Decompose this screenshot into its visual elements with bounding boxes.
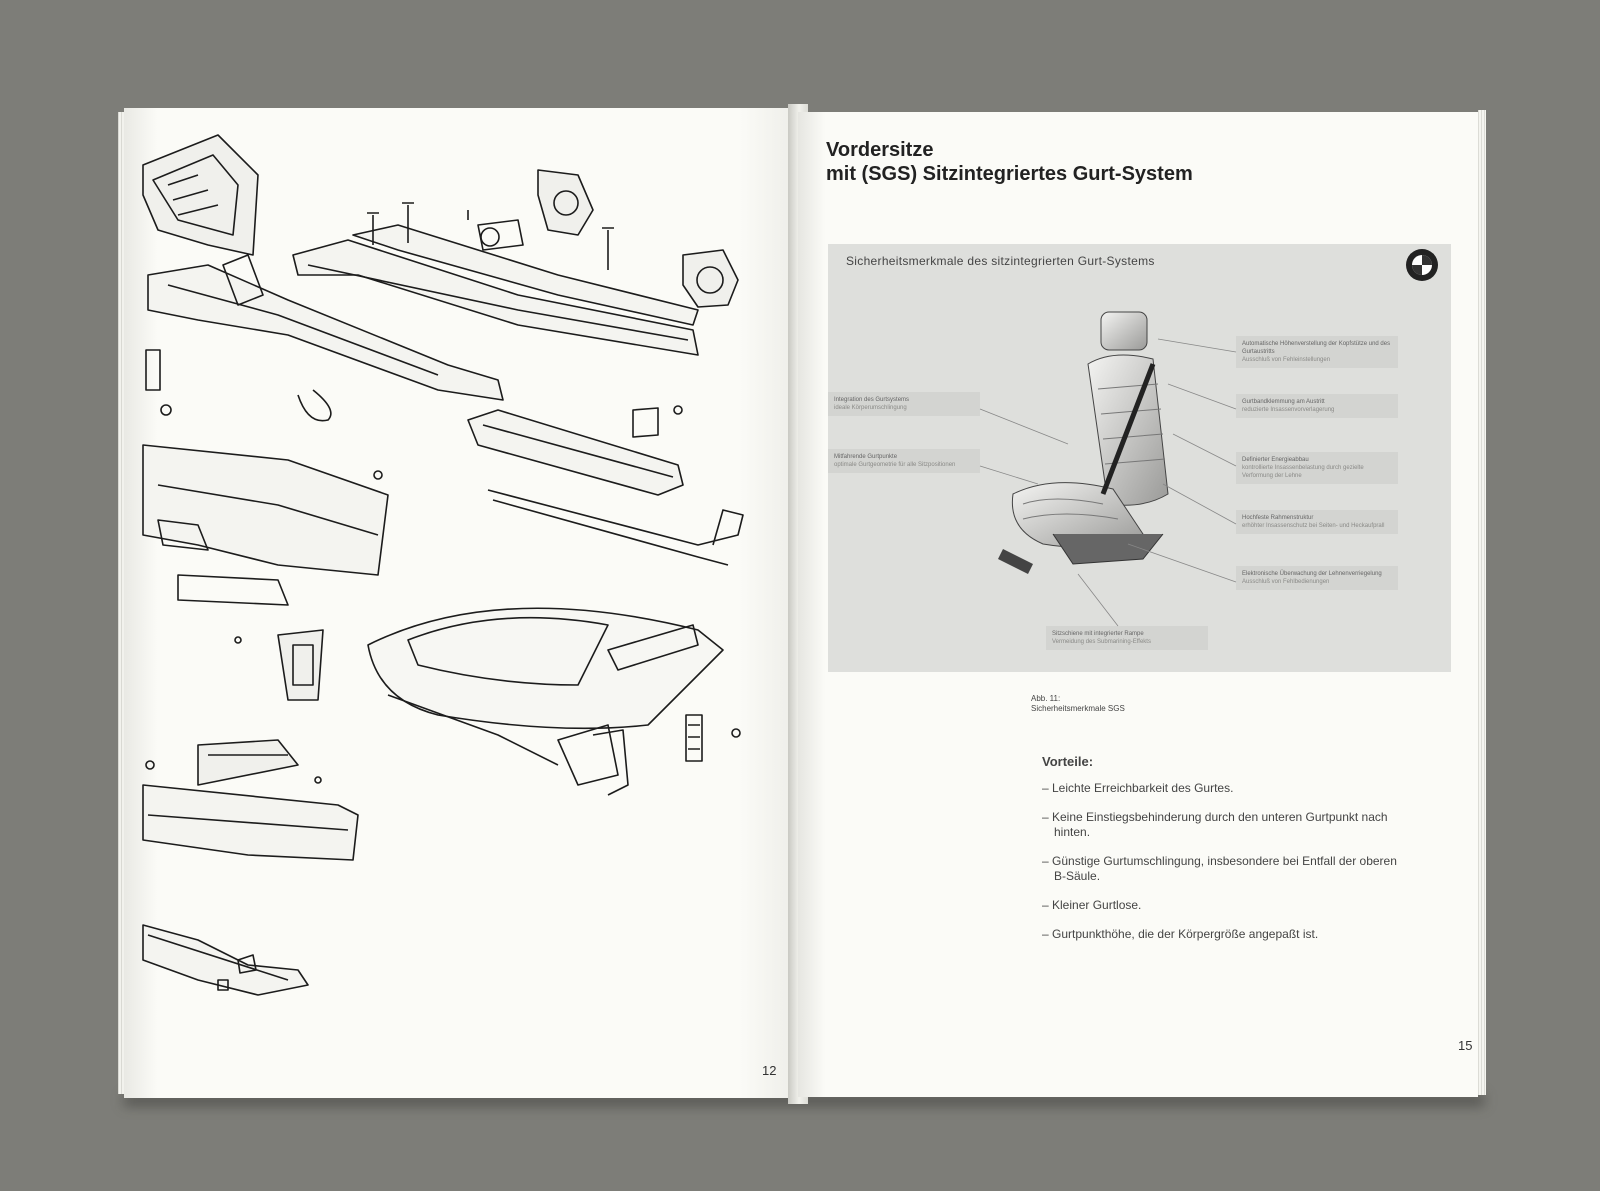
list-item: – Kleiner Gurtlose. [1042,898,1142,912]
callout-sitzschiene: Sitzschiene mit integrierter Rampe Verme… [1046,626,1208,650]
callout-gurtbandklemmung: Gurtbandklemmung am Austritt reduzierte … [1236,394,1398,418]
left-page-edge [118,112,128,1094]
callout-lehnenverriegelung: Elektronische Überwachung der Lehnenverr… [1236,566,1398,590]
right-page-edge [1478,110,1486,1095]
panel-title: Sicherheitsmerkmale des sitzintegrierten… [846,254,1155,268]
seat-diagram-panel: Sicherheitsmerkmale des sitzintegrierten… [828,244,1451,672]
advantages-heading: Vorteile: [1042,754,1094,769]
list-item: – Keine Einstiegsbehinderung durch den u… [1042,810,1388,839]
title-line-2: mit (SGS) Sitzintegriertes Gurt-System [826,163,1193,185]
advantages-section: Vorteile: – Leichte Erreichbarkeit des G… [1042,754,1402,956]
figure-caption: Abb. 11: Sicherheitsmerkmale SGS [1031,694,1125,714]
page-title: Vordersitze mit (SGS) Sitzintegriertes G… [826,138,1193,186]
caption-label: Abb. 11: [1031,694,1061,703]
callout-mitfahrende-gurtpunkte: Mitfahrende Gurtpunkte optimale Gurtgeom… [828,449,980,473]
list-item: – Günstige Gurtumschlingung, insbesonder… [1042,854,1397,883]
advantages-list: – Leichte Erreichbarkeit des Gurtes. – K… [1042,781,1402,942]
callout-rahmenstruktur: Hochfeste Rahmenstruktur erhöhter Insass… [1236,510,1398,534]
caption-text: Sicherheitsmerkmale SGS [1031,704,1125,713]
list-item: – Leichte Erreichbarkeit des Gurtes. [1042,781,1234,795]
left-page-number: 12 [762,1063,777,1078]
callout-leader-lines [979,338,1237,627]
seat-illustration [998,311,1169,574]
callout-hoehenverstellung: Automatische Höhenverstellung der Kopfst… [1236,336,1398,368]
title-line-1: Vordersitze [826,139,934,161]
exploded-view-illustration [142,134,744,996]
right-page-number: 15 [1458,1038,1473,1053]
bmw-logo-icon [1406,249,1438,281]
list-item: – Gurtpunkthöhe, die der Körpergröße ang… [1042,927,1319,941]
callout-gurtsystem-integration: Integration des Gurtsystems ideale Körpe… [828,392,980,416]
callout-energieabbau: Definierter Energieabbau kontrollierte I… [1236,452,1398,484]
